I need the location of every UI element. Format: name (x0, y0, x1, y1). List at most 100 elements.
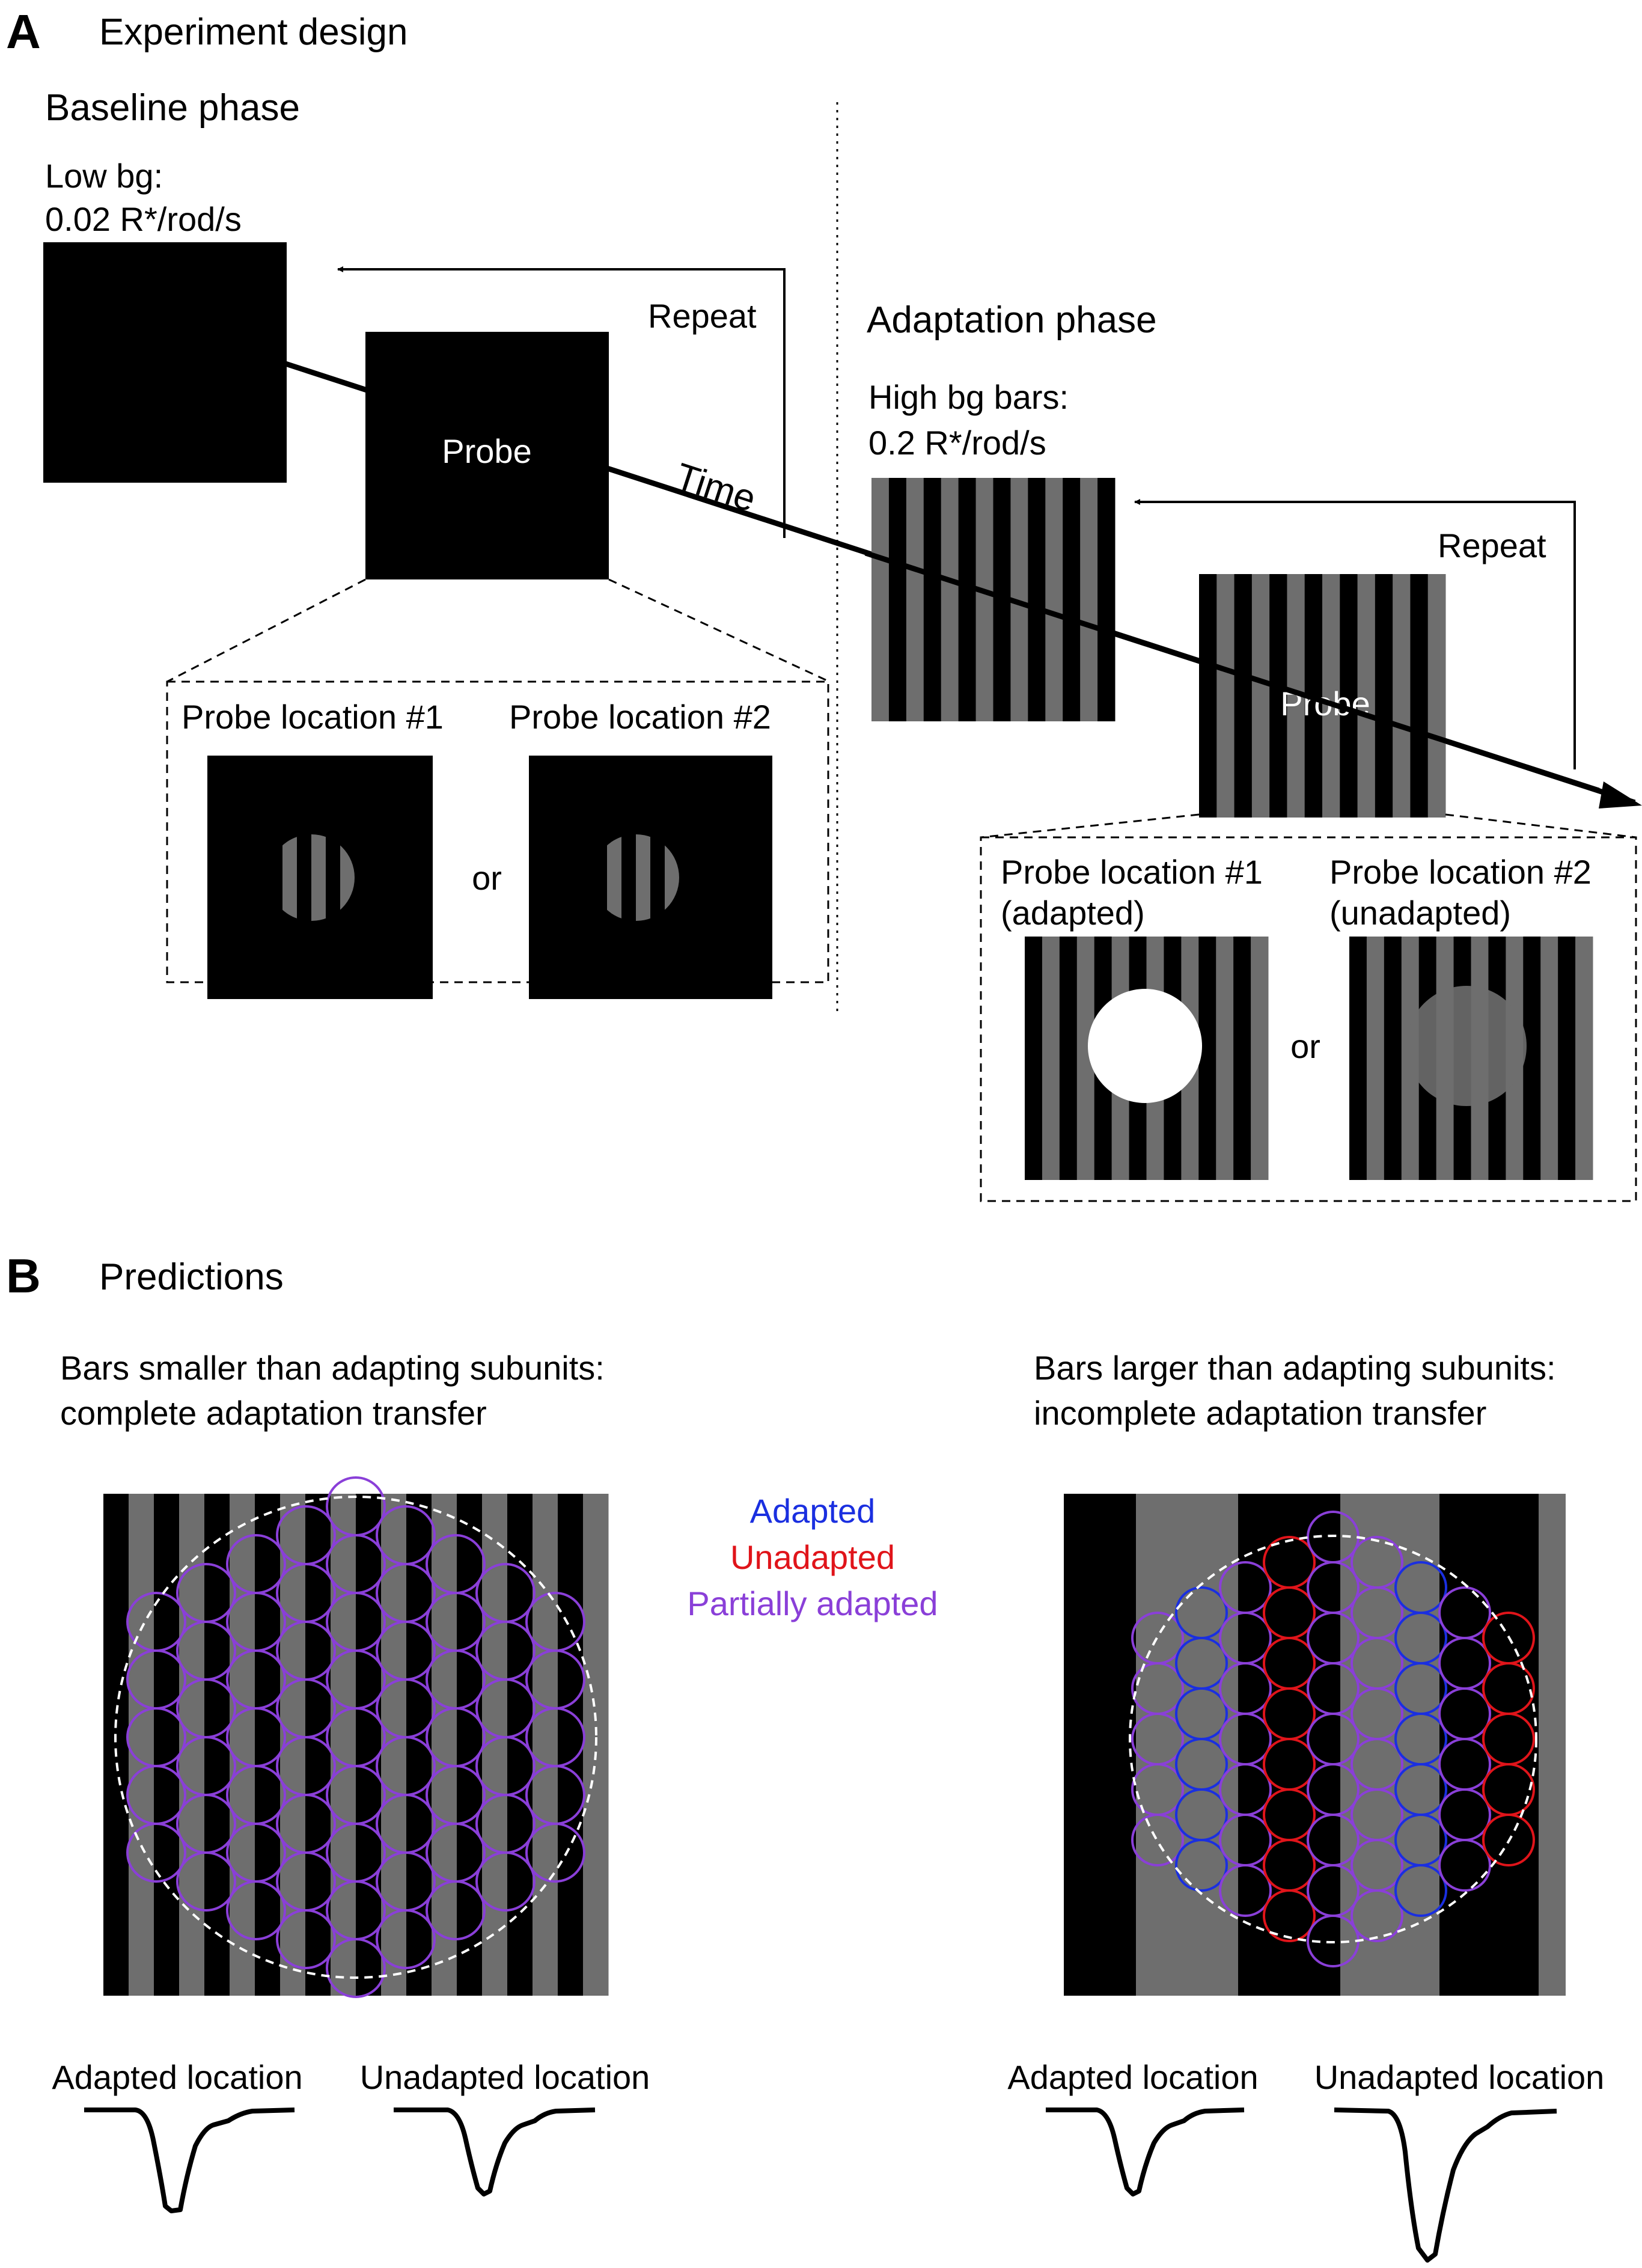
black-bar (154, 1494, 180, 1996)
subunit-adapted (1394, 1864, 1447, 1917)
black-bar (1410, 574, 1429, 818)
gray-bar (607, 834, 622, 921)
gray-bar (1575, 937, 1593, 1180)
subunit-partially-adapted (326, 1938, 386, 1998)
black-bar (1439, 1494, 1539, 1996)
gray-bar (533, 1494, 558, 1996)
legend-unadapted: Unadapted (730, 1538, 895, 1576)
adaptation-probe-loc2-label: Probe location #2 (1329, 853, 1592, 891)
subunit-partially-adapted (1131, 1814, 1184, 1866)
adaptation-probe-loc2-sublabel: (unadapted) (1329, 894, 1511, 932)
black-bar (1063, 478, 1081, 721)
gray-bar (1216, 937, 1234, 1180)
right-caption-line1: Bars larger than adapting subunits: (1034, 1349, 1556, 1387)
baseline-probe-loc1-label: Probe location #1 (182, 698, 444, 736)
black-bar (1340, 574, 1358, 818)
subunit-partially-adapted (276, 1909, 336, 1969)
adaptation-probe-options-box (980, 836, 1637, 1202)
black-bar (1349, 937, 1367, 1180)
black-bar (1199, 574, 1217, 818)
adapted-probe-spot (1088, 989, 1202, 1103)
baseline-bg-value: 0.02 R*/rod/s (45, 200, 242, 238)
subunit-partially-adapted (126, 1823, 186, 1883)
adaptation-bg-label: High bg bars: (868, 378, 1069, 416)
black-bar (558, 1494, 584, 1996)
subunit-partially-adapted (475, 1851, 536, 1912)
black-bar (326, 834, 341, 921)
black-bar (457, 1494, 483, 1996)
black-bar (255, 1494, 281, 1996)
gray-bar (975, 478, 993, 721)
black-bar (103, 1494, 129, 1996)
black-bar (1384, 937, 1402, 1180)
gray-bar (129, 1494, 154, 1996)
left-trace-adapted (84, 2108, 295, 2213)
baseline-probe-loc2-label: Probe location #2 (509, 698, 771, 736)
baseline-phase-title: Baseline phase (45, 87, 300, 129)
subunit-partially-adapted (176, 1851, 236, 1912)
gray-bar (1366, 937, 1385, 1180)
gray-bar (331, 1494, 356, 1996)
adaptation-or-label: or (1290, 1027, 1320, 1065)
right-trace-unadapted-label: Unadapted location (1314, 2058, 1605, 2096)
gray-bar (230, 1494, 255, 1996)
left-trace-unadapted-label: Unadapted location (360, 2058, 650, 2096)
gray-bar (282, 834, 298, 921)
right-trace-unadapted (1334, 2108, 1557, 2263)
baseline-bg-square (43, 242, 287, 483)
baseline-probe-options-box (166, 680, 829, 983)
black-bar (1059, 937, 1078, 1180)
subunit-partially-adapted (1219, 1864, 1272, 1917)
left-subunit-mosaic (126, 1476, 585, 1998)
black-bar (650, 834, 665, 921)
time-label: Time (671, 456, 761, 520)
subunit-partially-adapted (376, 1909, 436, 1969)
black-bar (923, 478, 942, 721)
left-caption-line2: complete adaptation transfer (60, 1394, 487, 1432)
adaptation-repeat-arrow (1134, 499, 1576, 769)
left-rf-outline (114, 1496, 597, 1979)
right-rf-outline (1129, 1535, 1537, 1943)
black-bar (1028, 478, 1046, 721)
gray-bar (1322, 574, 1340, 818)
legend-adapted: Adapted (750, 1492, 876, 1530)
black-bar (1234, 574, 1253, 818)
baseline-bg-label: Low bg: (45, 157, 163, 195)
baseline-or-label: or (472, 859, 502, 897)
gray-bar (432, 1494, 457, 1996)
panel-a-title: Experiment design (99, 11, 408, 53)
left-prediction-grating (103, 1494, 609, 1996)
black-bar (1025, 937, 1043, 1180)
gray-bar (1393, 574, 1411, 818)
gray-bar (906, 478, 924, 721)
black-bar (1198, 937, 1216, 1180)
right-subunit-mosaic (1131, 1511, 1535, 1967)
baseline-probe-label: Probe (442, 432, 531, 470)
gray-bar (1080, 478, 1098, 721)
panel-a-letter: A (6, 5, 41, 58)
gray-bar (1251, 574, 1270, 818)
black-bar (1064, 1494, 1136, 1996)
adaptation-bg-value: 0.2 R*/rod/s (868, 424, 1046, 462)
gray-bar (1045, 478, 1063, 721)
subunit-partially-adapted (426, 1880, 486, 1940)
gray-bar (1539, 1494, 1566, 1996)
gray-bar (1042, 937, 1060, 1180)
subunit-unadapted (1482, 1814, 1535, 1866)
right-trace-adapted (1046, 2108, 1245, 2196)
baseline-probe-square (365, 332, 609, 579)
adaptation-phase-title: Adaptation phase (867, 299, 1157, 341)
black-bar (621, 834, 636, 921)
baseline-zoom-line-right (608, 578, 830, 683)
black-bar (1558, 937, 1576, 1180)
baseline-repeat-label: Repeat (648, 297, 757, 335)
subunit-adapted (1175, 1839, 1228, 1892)
subunit-partially-adapted (1351, 1889, 1403, 1942)
adaptation-repeat-label: Repeat (1438, 527, 1546, 564)
adaptation-bg-grating (871, 478, 1116, 721)
subunit-partially-adapted (1438, 1839, 1491, 1892)
adaptation-zoom-line-right (1445, 813, 1637, 839)
gray-bar (1251, 937, 1269, 1180)
left-trace-unadapted (394, 2108, 596, 2196)
